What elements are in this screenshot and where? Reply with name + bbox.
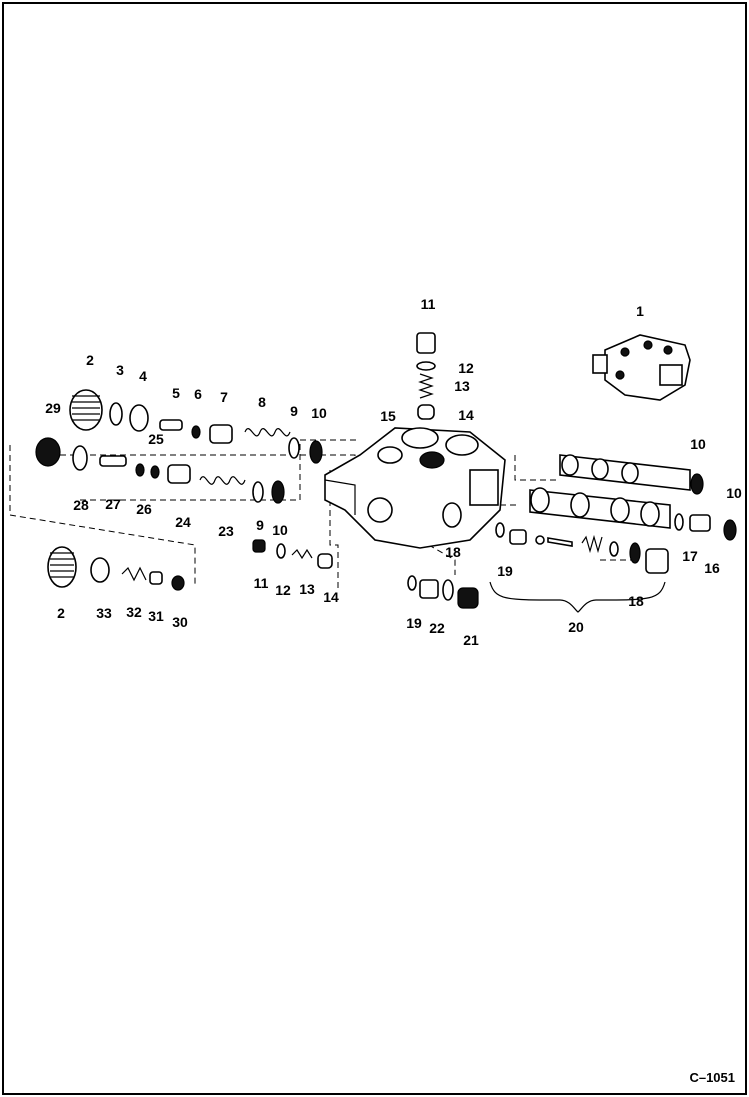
label-22: 22 bbox=[429, 620, 445, 636]
label-15: 15 bbox=[380, 408, 396, 424]
label-3: 3 bbox=[116, 362, 124, 378]
label-17: 17 bbox=[682, 548, 698, 564]
middle-left-parts-icon bbox=[35, 437, 285, 504]
label-8: 8 bbox=[258, 394, 266, 410]
label-26: 26 bbox=[136, 501, 152, 517]
label-2: 2 bbox=[57, 605, 65, 621]
label-13: 13 bbox=[454, 378, 470, 394]
label-10: 10 bbox=[311, 405, 327, 421]
label-1: 1 bbox=[636, 303, 644, 319]
label-12: 12 bbox=[458, 360, 474, 376]
label-12: 12 bbox=[275, 582, 291, 598]
label-31: 31 bbox=[148, 608, 164, 624]
label-10: 10 bbox=[726, 485, 742, 501]
label-18: 18 bbox=[628, 593, 644, 609]
label-29: 29 bbox=[45, 400, 61, 416]
label-14: 14 bbox=[323, 589, 339, 605]
label-21: 21 bbox=[463, 632, 479, 648]
label-10: 10 bbox=[272, 522, 288, 538]
label-16: 16 bbox=[704, 560, 720, 576]
spool-lower-icon bbox=[529, 487, 737, 541]
label-2: 2 bbox=[86, 352, 94, 368]
callout-labels: 11 12 13 14 1 2 3 4 5 6 7 8 9 10 29 25 1… bbox=[45, 296, 742, 648]
label-14: 14 bbox=[458, 407, 474, 423]
label-19: 19 bbox=[497, 563, 513, 579]
label-24: 24 bbox=[175, 514, 191, 530]
label-19: 19 bbox=[406, 615, 422, 631]
label-18: 18 bbox=[445, 544, 461, 560]
lower-left-parts-icon bbox=[47, 546, 185, 591]
label-27: 27 bbox=[105, 496, 121, 512]
label-5: 5 bbox=[172, 385, 180, 401]
label-9: 9 bbox=[256, 517, 264, 533]
label-4: 4 bbox=[139, 368, 147, 384]
label-20: 20 bbox=[568, 619, 584, 635]
label-10: 10 bbox=[690, 436, 706, 452]
label-13: 13 bbox=[299, 581, 315, 597]
bottom-plug-parts-icon bbox=[407, 575, 479, 609]
label-11: 11 bbox=[254, 575, 269, 591]
top-relief-parts-icon bbox=[416, 332, 436, 420]
label-32: 32 bbox=[126, 604, 142, 620]
valve-assembly-icon bbox=[592, 334, 691, 401]
relief-valve-parts-icon bbox=[489, 522, 669, 613]
label-30: 30 bbox=[172, 614, 188, 630]
label-9: 9 bbox=[290, 403, 298, 419]
label-23: 23 bbox=[218, 523, 234, 539]
label-7: 7 bbox=[220, 389, 228, 405]
label-11: 11 bbox=[421, 296, 436, 312]
label-6: 6 bbox=[194, 386, 202, 402]
label-25: 25 bbox=[148, 431, 164, 447]
label-28: 28 bbox=[73, 497, 89, 513]
figure-code: C–1051 bbox=[689, 1070, 735, 1085]
valve-body-icon bbox=[324, 427, 506, 549]
center-small-parts-icon bbox=[252, 539, 333, 569]
label-33: 33 bbox=[96, 605, 112, 621]
upper-left-parts-icon bbox=[69, 389, 323, 464]
spool-upper-icon bbox=[559, 454, 704, 495]
